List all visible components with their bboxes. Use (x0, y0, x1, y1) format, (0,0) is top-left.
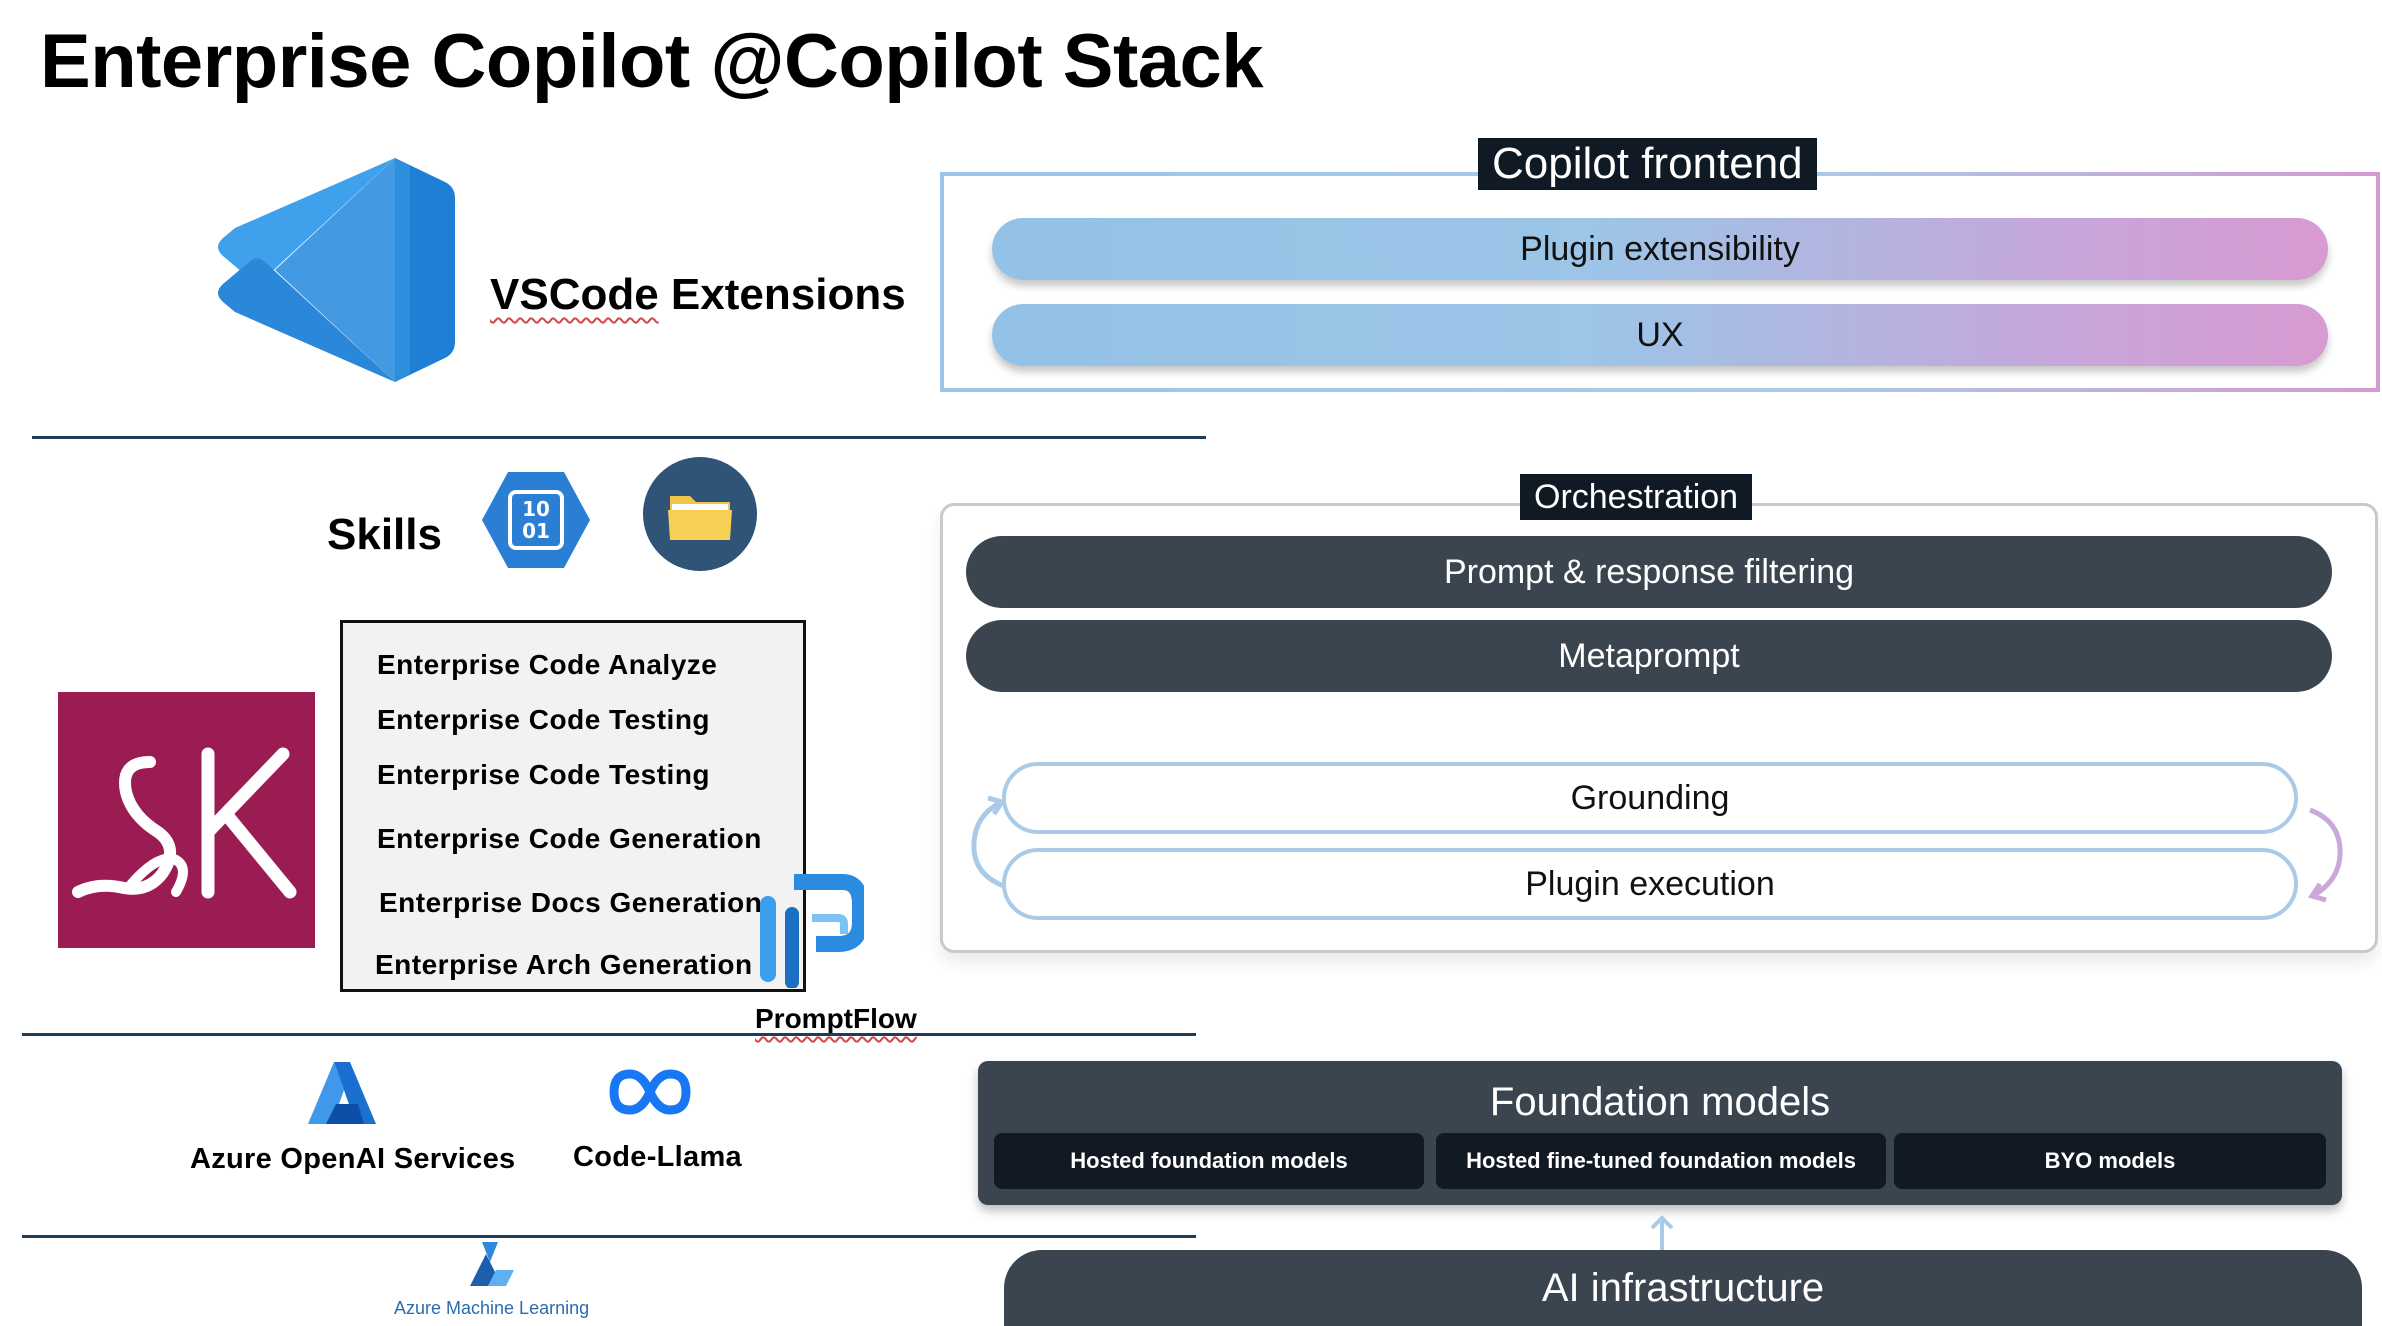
skill-item: Enterprise Code Generation (377, 823, 762, 854)
azure-ml-label: Azure Machine Learning (394, 1298, 590, 1318)
plugin-extensibility-layer: Plugin extensibility (992, 218, 2328, 280)
skill-item: Enterprise Docs Generation (379, 887, 763, 918)
byo-models-chip: BYO models (1894, 1133, 2326, 1189)
ux-layer: UX (992, 304, 2328, 366)
copilot-frontend-label: Copilot frontend (1478, 138, 1817, 190)
plugin-execution-layer: Plugin execution (1002, 848, 2298, 920)
hosted-finetuned-models-chip: Hosted fine-tuned foundation models (1436, 1133, 1886, 1189)
orchestration-label: Orchestration (1520, 474, 1753, 520)
folder-icon (643, 457, 757, 571)
metaprompt-layer: Metaprompt (966, 620, 2332, 692)
up-arrow-icon (1650, 1215, 1674, 1252)
azure-ml-icon (470, 1242, 514, 1286)
loop-arrow-right-icon (2308, 807, 2343, 903)
azure-openai-label: Azure OpenAI Services (190, 1143, 516, 1175)
svg-text:01: 01 (522, 519, 550, 543)
page-title: Enterprise Copilot @Copilot Stack (40, 19, 1264, 104)
hosted-foundation-models-chip: Hosted foundation models (994, 1133, 1424, 1189)
prompt-filtering-layer: Prompt & response filtering (966, 536, 2332, 608)
semantic-kernel-logo (58, 692, 315, 948)
semantic-kernel-icon (72, 747, 297, 899)
meta-logo-icon (609, 1069, 691, 1115)
promptflow-logo-icon (760, 874, 864, 988)
grounding-layer: Grounding (1002, 762, 2298, 834)
azure-logo-icon (308, 1062, 376, 1124)
binary-file-icon: 10 01 (482, 472, 590, 568)
skills-label: Skills (327, 510, 442, 559)
foundation-models-label: Foundation models (1489, 1080, 1831, 1124)
vscode-logo-icon (218, 158, 455, 382)
skill-item: Enterprise Code Testing (377, 704, 711, 735)
code-llama-label: Code-Llama (573, 1141, 742, 1173)
skills-list: Enterprise Code Analyze Enterprise Code … (340, 620, 806, 992)
divider (22, 1033, 1196, 1036)
svg-text:10: 10 (522, 497, 550, 521)
skill-item: Enterprise Arch Generation (375, 949, 753, 980)
divider (32, 436, 1206, 439)
promptflow-label: PromptFlow (755, 1003, 917, 1034)
divider (22, 1235, 1196, 1238)
skill-item: Enterprise Code Testing (377, 759, 711, 790)
ai-infrastructure-layer: AI infrastructure (1004, 1250, 2362, 1326)
skill-item: Enterprise Code Analyze (377, 649, 718, 680)
vscode-extensions-label: VSCode Extensions (490, 270, 906, 319)
